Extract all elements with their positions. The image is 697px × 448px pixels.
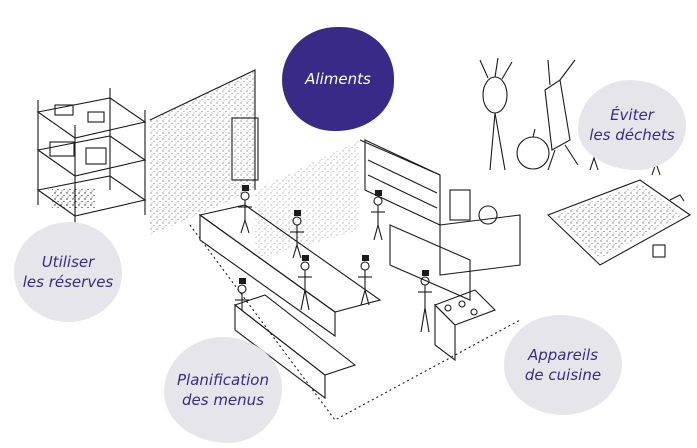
back-counter xyxy=(364,139,521,301)
label-appareils-cuisine[interactable]: Appareils de cuisine xyxy=(504,315,622,415)
garden-bed xyxy=(546,151,692,266)
label-utiliser-reserves[interactable]: Utiliser les réserves xyxy=(14,222,122,322)
cooking-range xyxy=(434,289,496,362)
storage-shelves xyxy=(36,88,147,230)
prep-counter xyxy=(198,204,382,400)
label-planification-menus[interactable]: Planification des menus xyxy=(164,337,282,443)
vegetable-figures xyxy=(479,57,579,171)
label-utiliser-reserves-text: Utiliser les réserves xyxy=(22,253,114,291)
label-eviter-dechets[interactable]: Éviter les déchets xyxy=(578,80,686,170)
label-aliments-text: Aliments xyxy=(305,70,371,88)
label-appareils-cuisine-text: Appareils de cuisine xyxy=(524,346,602,384)
label-aliments[interactable]: Aliments xyxy=(282,27,394,131)
chefs xyxy=(235,185,432,333)
label-planification-menus-text: Planification des menus xyxy=(177,371,269,409)
label-eviter-dechets-text: Éviter les déchets xyxy=(589,106,675,144)
